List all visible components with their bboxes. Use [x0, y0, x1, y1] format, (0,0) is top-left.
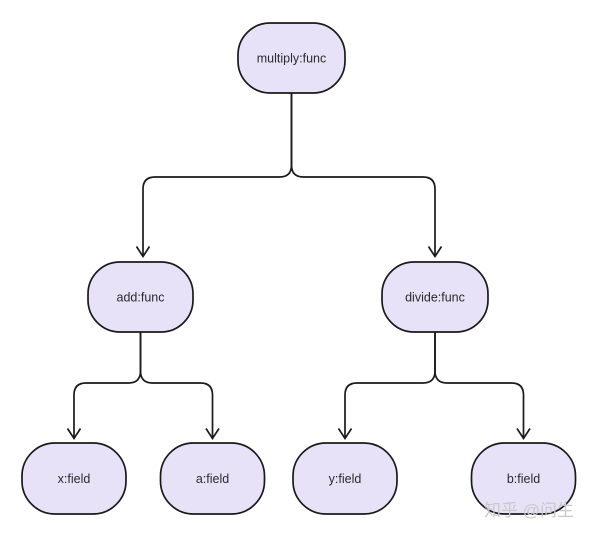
arrowhead-y: [337, 428, 353, 441]
node-a-field: a:field: [159, 442, 266, 515]
node-divide-label: divide:func: [405, 291, 465, 305]
node-a-shape: [159, 442, 266, 515]
arrowhead-divide: [427, 246, 443, 259]
node-x-shape: [21, 442, 127, 515]
node-add-shape: [87, 261, 194, 333]
node-multiply-func: multiply:func: [237, 22, 346, 94]
node-b-label: b:field: [507, 472, 540, 486]
node-add-func: add:func: [87, 261, 194, 333]
edge-multiply-divide: [290, 93, 436, 256]
node-a-label: a:field: [196, 472, 229, 486]
arrowhead-a: [205, 428, 220, 441]
node-b-field: b:field: [470, 442, 577, 515]
node-add-label: add:func: [117, 291, 165, 305]
node-y-field: y:field: [292, 442, 398, 515]
node-multiply-shape: [237, 22, 346, 94]
node-y-shape: [292, 442, 398, 515]
node-divide-shape: [381, 261, 489, 333]
edges: [66, 93, 531, 441]
arrowhead-b: [516, 428, 531, 441]
edge-divide-b: [434, 332, 525, 438]
edge-add-a: [139, 332, 214, 438]
edge-divide-y: [344, 332, 436, 438]
node-divide-func: divide:func: [381, 261, 489, 333]
node-x-field: x:field: [21, 442, 127, 515]
node-multiply-label: multiply:func: [257, 52, 326, 66]
node-y-label: y:field: [329, 472, 362, 486]
edge-multiply-add: [142, 93, 293, 256]
watermark: 知乎 @问生: [484, 501, 574, 520]
node-x-label: x:field: [58, 472, 91, 486]
node-b-shape: [470, 442, 577, 515]
arrowhead-add: [135, 246, 151, 259]
arrowhead-x: [66, 428, 82, 441]
edge-add-x: [73, 332, 142, 438]
nodes: multiply:func add:func divide:func x:fie…: [21, 22, 577, 515]
